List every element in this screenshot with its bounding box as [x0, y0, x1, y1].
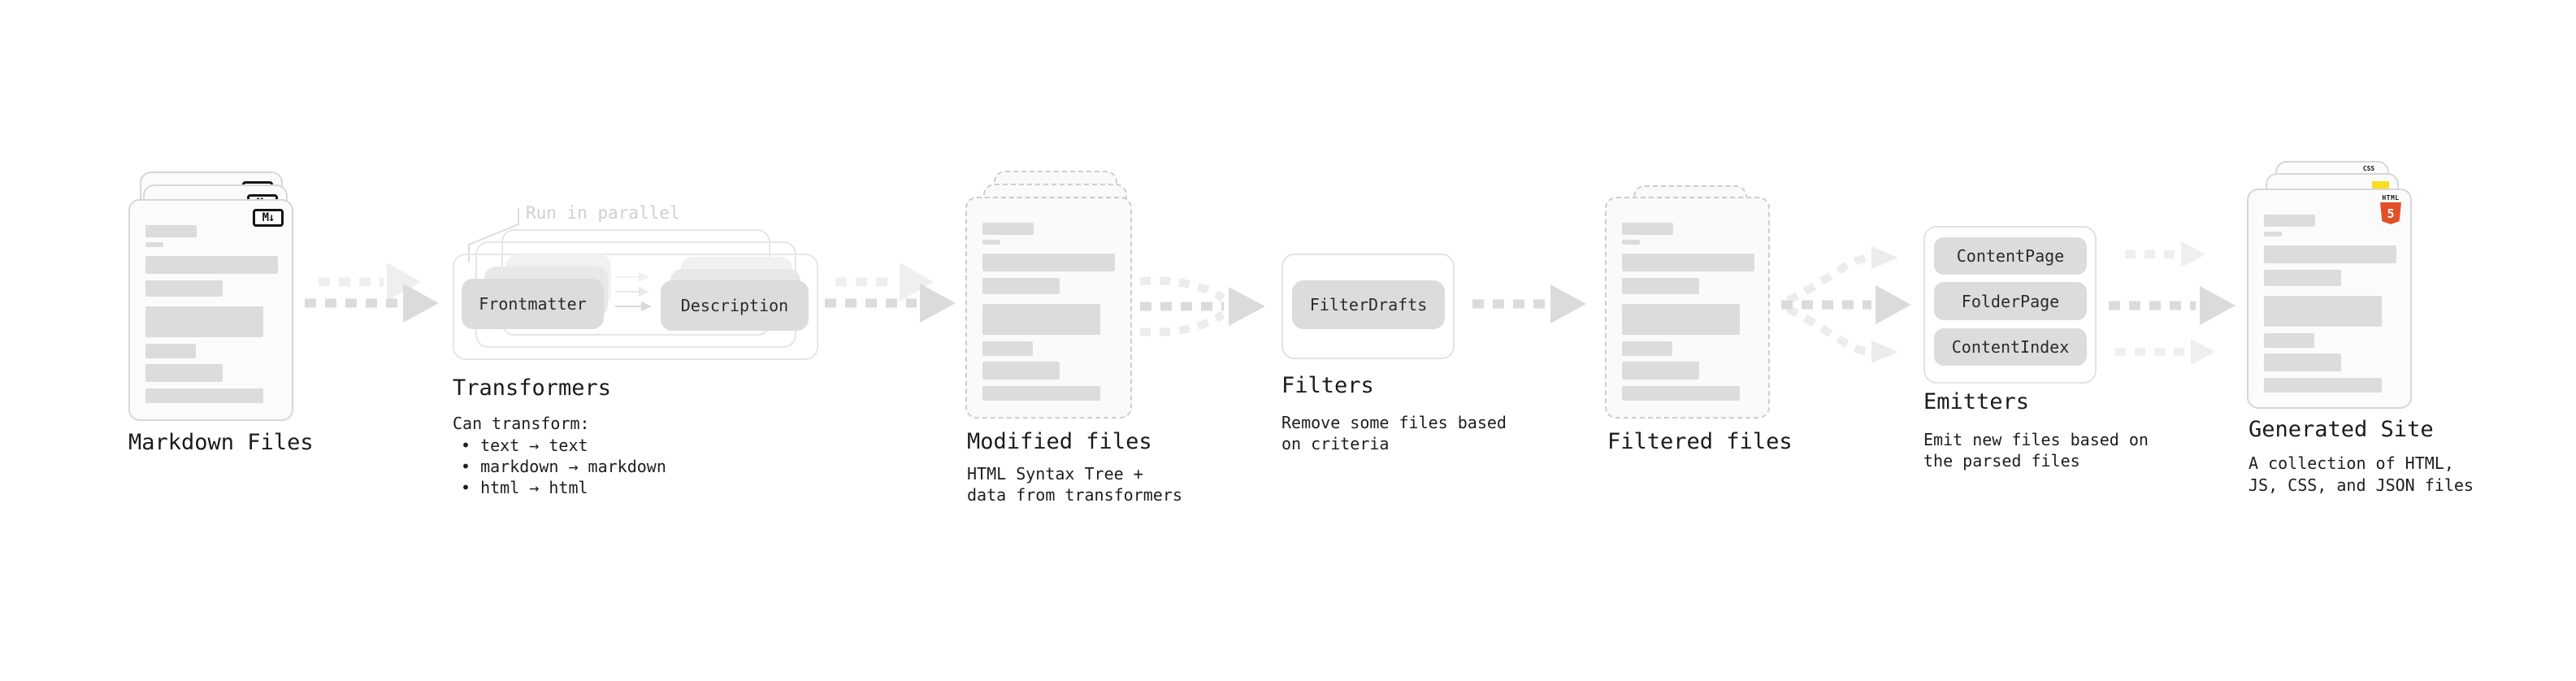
- placeholder-bar: [1622, 386, 1740, 401]
- run-in-parallel-label: Run in parallel: [526, 203, 680, 223]
- modified-files-subtitle-1: HTML Syntax Tree +: [967, 464, 1143, 484]
- arrows-emitters-to-generated: [2109, 241, 2236, 365]
- frontmatter-box: Frontmatter: [462, 279, 604, 329]
- filtered-files-title: Filtered files: [1607, 429, 1793, 454]
- placeholder-bar: [982, 223, 1034, 235]
- placeholder-bar: [982, 254, 1115, 271]
- arrow-markdown-to-transformers: [305, 262, 439, 323]
- placeholder-bar: [1622, 240, 1640, 245]
- placeholder-bar: [1622, 304, 1740, 335]
- placeholder-bar: [982, 341, 1033, 356]
- transformers-title: Transformers: [453, 375, 612, 401]
- markdown-doc-front: M↓: [128, 199, 293, 421]
- contentpage-box: ContentPage: [1934, 237, 2087, 275]
- placeholder-bar: [1622, 254, 1754, 271]
- filtered-doc-front: [1605, 197, 1770, 419]
- placeholder-bar: [2264, 232, 2282, 236]
- placeholder-bar: [145, 364, 223, 382]
- placeholder-bar: [982, 240, 1000, 245]
- generated-site-subtitle-1: A collection of HTML,: [2249, 453, 2454, 473]
- transformers-bullet-1: • text → text: [461, 436, 588, 455]
- placeholder-bar: [145, 256, 278, 274]
- contentindex-box: ContentIndex: [1934, 328, 2087, 366]
- filters-subtitle-1: Remove some files based: [1281, 413, 1507, 432]
- placeholder-bar: [982, 362, 1060, 380]
- transformers-note-heading: Can transform:: [453, 414, 590, 433]
- placeholder-bar: [982, 304, 1100, 335]
- run-in-parallel-leader-line: [468, 208, 519, 262]
- placeholder-bar: [145, 225, 197, 237]
- placeholder-bar: [145, 280, 223, 297]
- placeholder-bar: [2264, 333, 2314, 348]
- css-badge-label: CSS: [2362, 165, 2375, 172]
- placeholder-bar: [1622, 341, 1672, 356]
- placeholder-bar: [145, 242, 163, 247]
- transformer-parallel-mini-arrows: [615, 272, 652, 311]
- generated-doc-front: HTML 5: [2247, 189, 2412, 409]
- generated-site-title: Generated Site: [2249, 417, 2434, 442]
- filterdrafts-box: FilterDrafts: [1292, 280, 1445, 329]
- filters-title: Filters: [1281, 373, 1374, 398]
- placeholder-bar: [1622, 362, 1699, 380]
- html5-badge-word: HTML: [2382, 194, 2400, 202]
- folderpage-box: FolderPage: [1934, 282, 2087, 320]
- markdown-files-title: Markdown Files: [128, 430, 314, 455]
- modified-files-title: Modified files: [967, 429, 1152, 454]
- frontmatter-label: Frontmatter: [479, 294, 587, 314]
- placeholder-bar: [2264, 378, 2382, 393]
- placeholder-bar: [982, 278, 1060, 294]
- placeholder-bar: [2264, 245, 2396, 263]
- contentpage-label: ContentPage: [1956, 246, 2065, 266]
- transformers-bullet-3: • html → html: [461, 478, 588, 497]
- description-label: Description: [680, 296, 789, 315]
- emitters-subtitle-1: Emit new files based on: [1923, 430, 2149, 449]
- html5-shield: 5: [2380, 202, 2401, 224]
- placeholder-bar: [2264, 270, 2341, 286]
- placeholder-bar: [145, 388, 263, 403]
- arrow-transformers-to-modified: [825, 262, 956, 323]
- markdown-icon: M↓: [253, 209, 284, 227]
- modified-doc-front: [965, 197, 1132, 419]
- placeholder-bar: [1622, 223, 1673, 235]
- emitters-subtitle-2: the parsed files: [1923, 451, 2080, 471]
- placeholder-bar: [145, 306, 263, 337]
- modified-files-subtitle-2: data from transformers: [967, 485, 1182, 505]
- description-box: Description: [661, 280, 809, 331]
- placeholder-bar: [2264, 215, 2315, 227]
- arrow-modified-to-filters-merge: [1139, 276, 1265, 336]
- transformer-container-front: [453, 254, 818, 360]
- html5-badge-icon: HTML 5: [2380, 194, 2401, 224]
- arrow-filtered-to-emitters-split: [1781, 246, 1911, 363]
- placeholder-bar: [1622, 278, 1699, 294]
- arrow-filters-to-filtered: [1472, 284, 1586, 323]
- placeholder-bar: [145, 344, 196, 358]
- filters-subtitle-2: on criteria: [1281, 434, 1390, 453]
- transformers-bullet-2: • markdown → markdown: [461, 457, 666, 476]
- folderpage-label: FolderPage: [1961, 291, 2060, 311]
- html5-number: 5: [2387, 206, 2395, 221]
- generated-site-subtitle-2: JS, CSS, and JSON files: [2249, 475, 2474, 495]
- emitters-title: Emitters: [1923, 389, 2030, 414]
- placeholder-bar: [2264, 296, 2382, 327]
- contentindex-label: ContentIndex: [1951, 337, 2070, 357]
- placeholder-bar: [2264, 354, 2341, 371]
- filterdrafts-label: FilterDrafts: [1309, 295, 1428, 314]
- placeholder-bar: [982, 386, 1100, 401]
